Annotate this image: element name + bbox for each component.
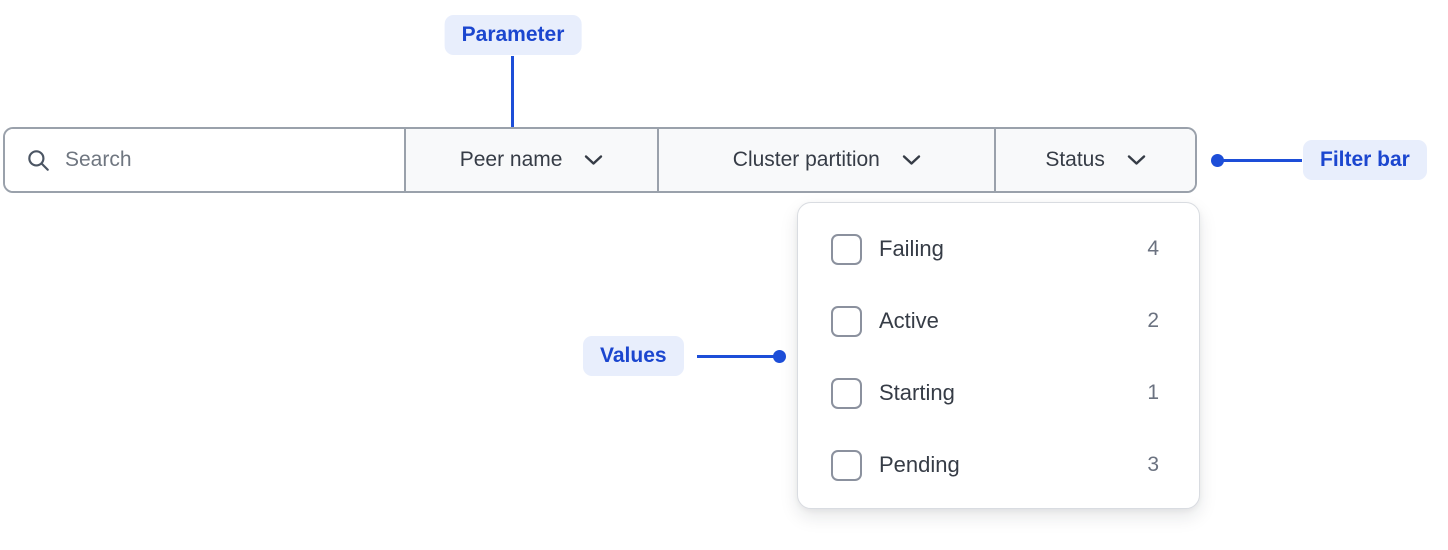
- option-count: 1: [1147, 381, 1159, 404]
- filter-bar-annotation-badge: Filter bar: [1303, 140, 1427, 180]
- dropdown-status[interactable]: Status: [994, 129, 1195, 191]
- search-field[interactable]: [5, 129, 404, 191]
- values-annotation-dot: [773, 350, 786, 363]
- filter-bar-annotation-line: [1222, 159, 1302, 162]
- option-label: Active: [879, 308, 939, 333]
- option-label: Failing: [879, 236, 944, 261]
- filter-bar: Peer name Cluster partition Status: [3, 127, 1197, 193]
- dropdown-option-failing[interactable]: Failing 4: [831, 213, 1159, 285]
- dropdown-cluster-partition[interactable]: Cluster partition: [657, 129, 995, 191]
- dropdown-cluster-partition-label: Cluster partition: [732, 148, 880, 171]
- values-annotation-line: [697, 355, 775, 358]
- dropdown-peer-name[interactable]: Peer name: [403, 129, 658, 191]
- status-dropdown-panel: Failing 4 Active 2 Starting 1 Pending 3: [797, 202, 1200, 509]
- chevron-down-icon: [584, 154, 603, 166]
- filter-bar-annotation-dot: [1211, 154, 1224, 167]
- checkbox-starting[interactable]: [831, 377, 862, 409]
- search-input[interactable]: [65, 148, 388, 172]
- option-label: Pending: [879, 452, 960, 477]
- dropdown-option-active[interactable]: Active 2: [831, 285, 1159, 357]
- checkbox-failing[interactable]: [831, 233, 862, 265]
- option-count: 4: [1147, 237, 1159, 260]
- checkbox-pending[interactable]: [831, 449, 862, 481]
- dropdown-status-label: Status: [1045, 148, 1105, 171]
- values-annotation-badge: Values: [583, 336, 684, 376]
- chevron-down-icon: [902, 154, 921, 166]
- dropdown-option-pending[interactable]: Pending 3: [831, 429, 1159, 501]
- option-count: 3: [1147, 453, 1159, 476]
- checkbox-active[interactable]: [831, 305, 862, 337]
- dropdown-peer-name-label: Peer name: [459, 148, 563, 171]
- search-icon: [25, 147, 51, 173]
- parameter-annotation-line: [511, 56, 514, 137]
- dropdown-option-starting[interactable]: Starting 1: [831, 357, 1159, 429]
- parameter-annotation-badge: Parameter: [444, 15, 582, 55]
- option-count: 2: [1147, 309, 1159, 332]
- chevron-down-icon: [1127, 154, 1146, 166]
- option-label: Starting: [879, 380, 955, 405]
